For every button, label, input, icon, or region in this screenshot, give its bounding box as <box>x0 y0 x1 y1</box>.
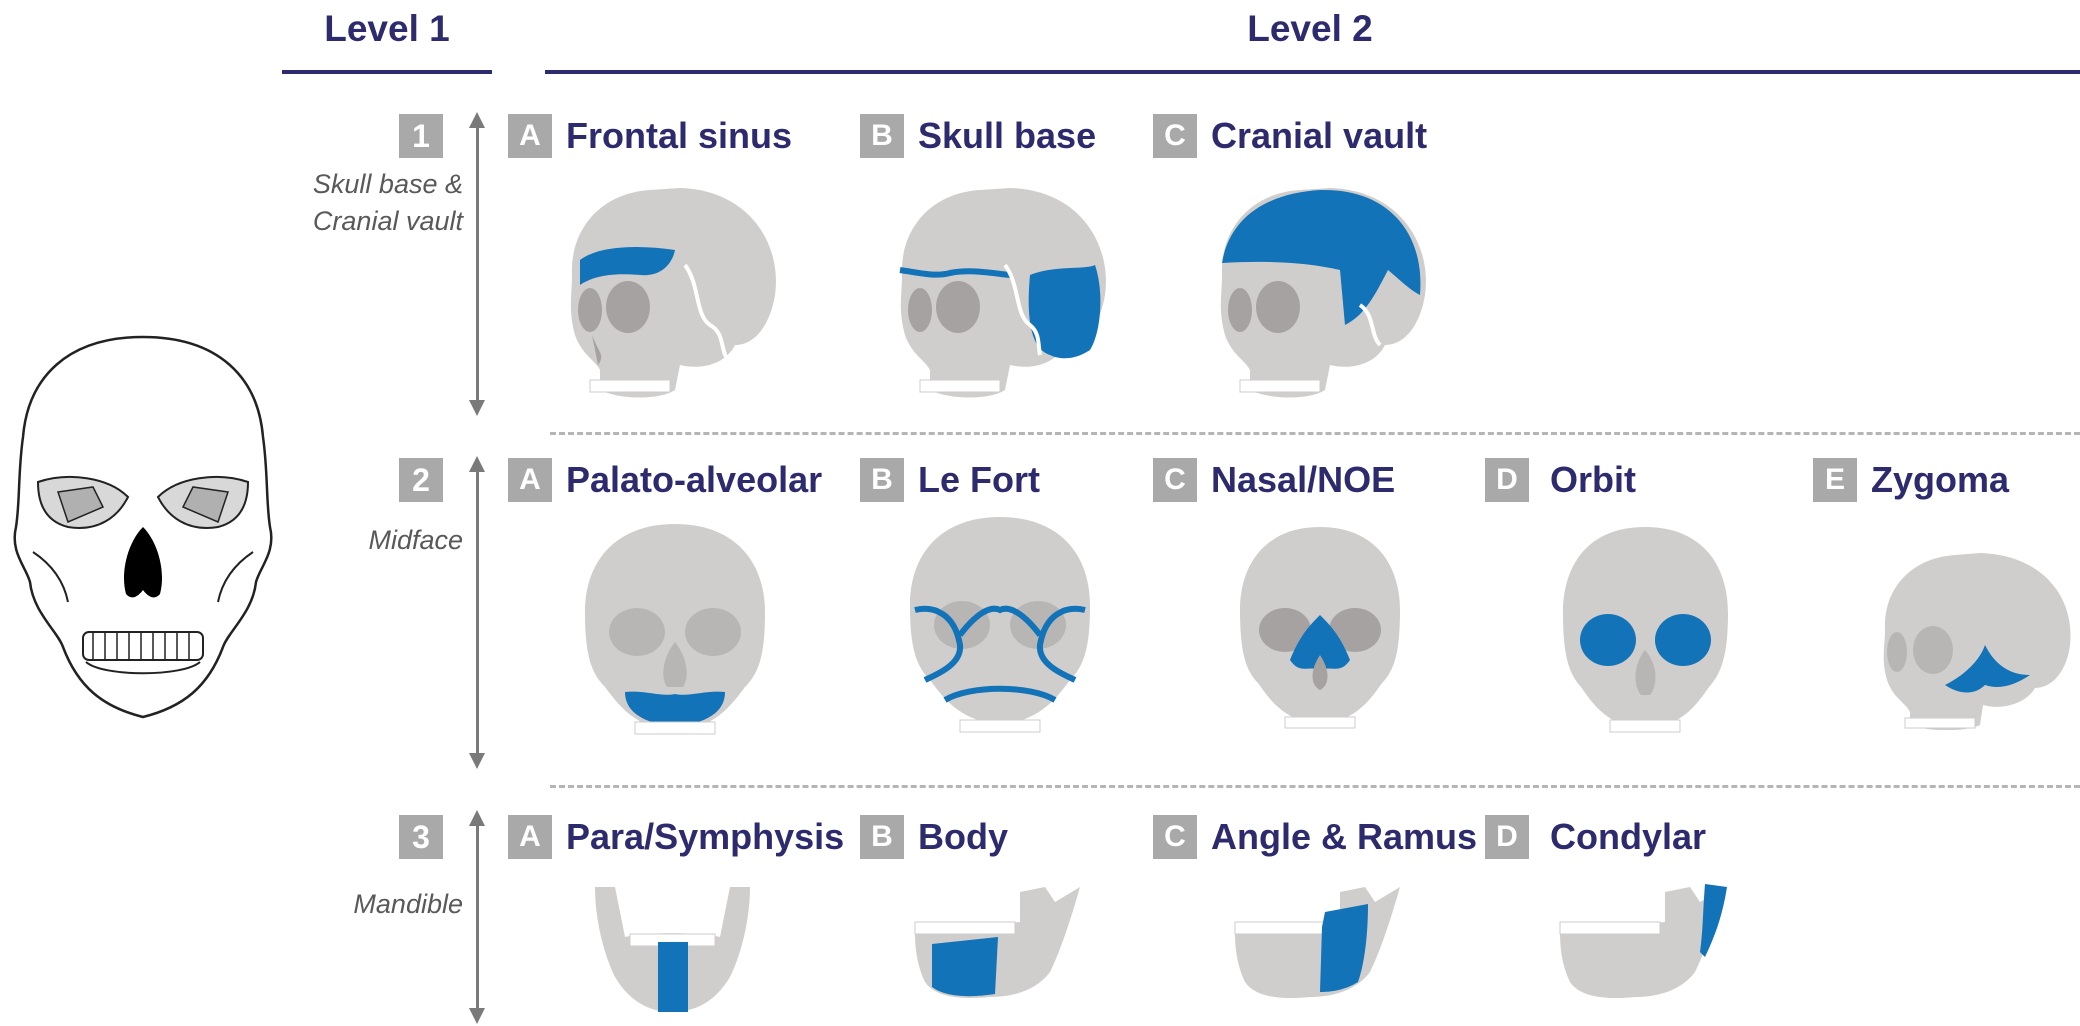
row1-item-a-title: Frontal sinus <box>566 114 792 158</box>
mandible-body-illustration <box>910 882 1085 1012</box>
row2-axis-arrow-down <box>469 753 485 769</box>
row1-item-b-letter: B <box>860 114 904 158</box>
level-2-underline <box>545 70 2080 74</box>
row2-number-badge: 2 <box>399 458 443 502</box>
row2-label: Midface <box>250 522 463 559</box>
row1-axis <box>476 126 479 402</box>
row2-item-a-title: Palato-alveolar <box>566 458 822 502</box>
row3-number-badge: 3 <box>399 815 443 859</box>
row2-item-a-letter: A <box>508 458 552 502</box>
row3-item-b-title: Body <box>918 815 1008 859</box>
row1-item-c-title: Cranial vault <box>1211 114 1427 158</box>
skull-le-fort-illustration <box>900 515 1100 740</box>
row3-axis <box>476 824 479 1014</box>
skull-zygoma-illustration <box>1875 550 2075 730</box>
row-separator-2 <box>550 785 2080 788</box>
row3-item-d-letter: D <box>1485 815 1529 859</box>
row-separator-1 <box>550 432 2080 435</box>
row1-item-c-letter: C <box>1153 114 1197 158</box>
skull-orbit-illustration <box>1553 525 1738 740</box>
skull-palato-alveolar-illustration <box>575 522 775 742</box>
row2-item-c-letter: C <box>1153 458 1197 502</box>
row2-item-b-title: Le Fort <box>918 458 1040 502</box>
row2-axis <box>476 470 479 755</box>
row3-item-b-letter: B <box>860 815 904 859</box>
row3-item-a-letter: A <box>508 815 552 859</box>
row1-label-line2: Cranial vault <box>250 203 463 240</box>
skull-cranial-vault-illustration <box>1210 185 1440 405</box>
mandible-symphysis-illustration <box>590 882 755 1017</box>
row1-number-badge: 1 <box>399 114 443 158</box>
row3-item-c-title: Angle & Ramus <box>1211 815 1477 859</box>
row2-axis-arrow-up <box>469 456 485 472</box>
row2-item-e-title: Zygoma <box>1871 458 2009 502</box>
row1-axis-arrow-down <box>469 400 485 416</box>
front-skull-illustration <box>8 332 278 727</box>
skull-frontal-sinus-illustration <box>560 185 790 405</box>
row3-item-d-title: Condylar <box>1550 815 1706 859</box>
level-1-header: Level 1 <box>282 8 492 50</box>
row2-item-c-title: Nasal/NOE <box>1211 458 1395 502</box>
row1-item-b-title: Skull base <box>918 114 1096 158</box>
row3-item-c-letter: C <box>1153 815 1197 859</box>
row1-label-line1: Skull base & <box>250 166 463 203</box>
row2-item-d-letter: D <box>1485 458 1529 502</box>
row3-axis-arrow-down <box>469 1008 485 1024</box>
skull-nasal-noe-illustration <box>1230 525 1410 735</box>
row1-axis-arrow-up <box>469 112 485 128</box>
row3-label: Mandible <box>250 886 463 923</box>
row2-item-e-letter: E <box>1813 458 1857 502</box>
row2-item-b-letter: B <box>860 458 904 502</box>
mandible-condylar-illustration <box>1555 882 1730 1012</box>
row2-item-d-title: Orbit <box>1550 458 1636 502</box>
row3-item-a-title: Para/Symphysis <box>566 815 844 859</box>
row1-item-a-letter: A <box>508 114 552 158</box>
level-2-header: Level 2 <box>545 8 2075 50</box>
level-1-underline <box>282 70 492 74</box>
skull-base-illustration <box>890 185 1120 405</box>
mandible-angle-ramus-illustration <box>1230 882 1405 1012</box>
row3-axis-arrow-up <box>469 810 485 826</box>
